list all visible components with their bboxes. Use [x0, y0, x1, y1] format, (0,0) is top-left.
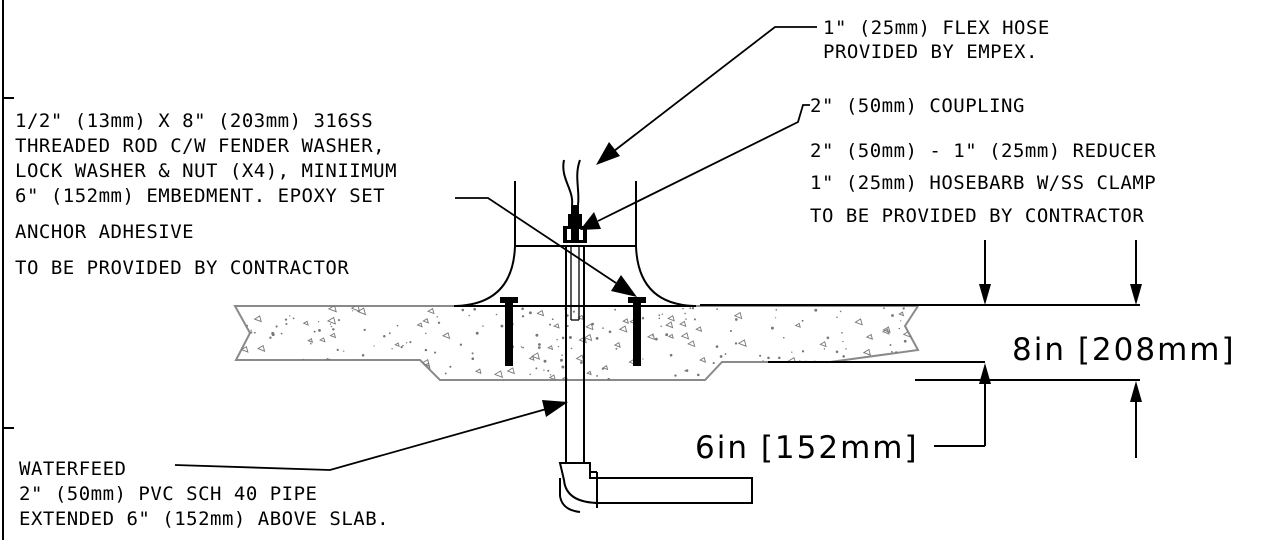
note-threaded-rod-line-1: 1/2" (13mm) X 8" (203mm) 316SS	[15, 110, 373, 132]
flex-hose	[562, 159, 581, 206]
dimension-slab-thickness: 8in [208mm]	[1012, 332, 1236, 368]
note-coupling-line-3: 1" (25mm) HOSEBARB W/SS CLAMP	[810, 172, 1156, 194]
dimension-lines	[700, 240, 1142, 458]
anchor-rod-left-nut	[500, 297, 518, 303]
note-coupling-line-2: 2" (50mm) - 1" (25mm) REDUCER	[810, 140, 1156, 162]
anchor-rods	[500, 297, 646, 366]
leader-lines	[174, 26, 817, 471]
note-coupling: 2" (50mm) COUPLING 2" (50mm) - 1" (25mm)…	[810, 95, 1156, 227]
note-flex-hose: 1" (25mm) FLEX HOSE PROVIDED BY EMPEX.	[823, 17, 1050, 63]
waterfeed-pipe	[558, 246, 753, 513]
note-waterfeed: WATERFEED 2" (50mm) PVC SCH 40 PIPE EXTE…	[19, 458, 389, 530]
note-threaded-rod-line-6: TO BE PROVIDED BY CONTRACTOR	[15, 257, 349, 279]
anchor-rod-right-nut	[628, 297, 646, 303]
dimension-embedment: 6in [152mm]	[695, 430, 919, 466]
note-flex-hose-line-2: PROVIDED BY EMPEX.	[823, 41, 1038, 63]
note-coupling-line-4: TO BE PROVIDED BY CONTRACTOR	[810, 205, 1144, 227]
note-waterfeed-line-1: WATERFEED	[19, 458, 126, 480]
reducer	[568, 214, 582, 226]
note-threaded-rod: 1/2" (13mm) X 8" (203mm) 316SS THREADED …	[15, 110, 397, 279]
note-threaded-rod-line-5: ANCHOR ADHESIVE	[15, 221, 194, 243]
slab-aggregate-hatch	[237, 306, 918, 380]
anchor-rod-left	[505, 300, 513, 366]
note-threaded-rod-line-3: LOCK WASHER & NUT (X4), MINIIMUM	[15, 160, 397, 182]
note-flex-hose-line-1: 1" (25mm) FLEX HOSE	[823, 17, 1050, 39]
concrete-slab	[233, 305, 920, 381]
coupling-assembly	[563, 205, 587, 243]
note-waterfeed-line-2: 2" (50mm) PVC SCH 40 PIPE	[19, 483, 317, 505]
note-coupling-line-1: 2" (50mm) COUPLING	[810, 95, 1025, 117]
anchor-rod-right	[633, 300, 641, 366]
equipment-housing	[454, 181, 696, 307]
sheet-border	[2, 0, 14, 540]
note-threaded-rod-line-2: THREADED ROD C/W FENDER WASHER,	[15, 135, 385, 157]
hosebarb	[571, 205, 579, 215]
note-waterfeed-line-3: EXTENDED 6" (152mm) ABOVE SLAB.	[19, 508, 389, 530]
note-threaded-rod-line-4: 6" (152mm) EMBEDMENT. EPOXY SET	[15, 185, 385, 207]
